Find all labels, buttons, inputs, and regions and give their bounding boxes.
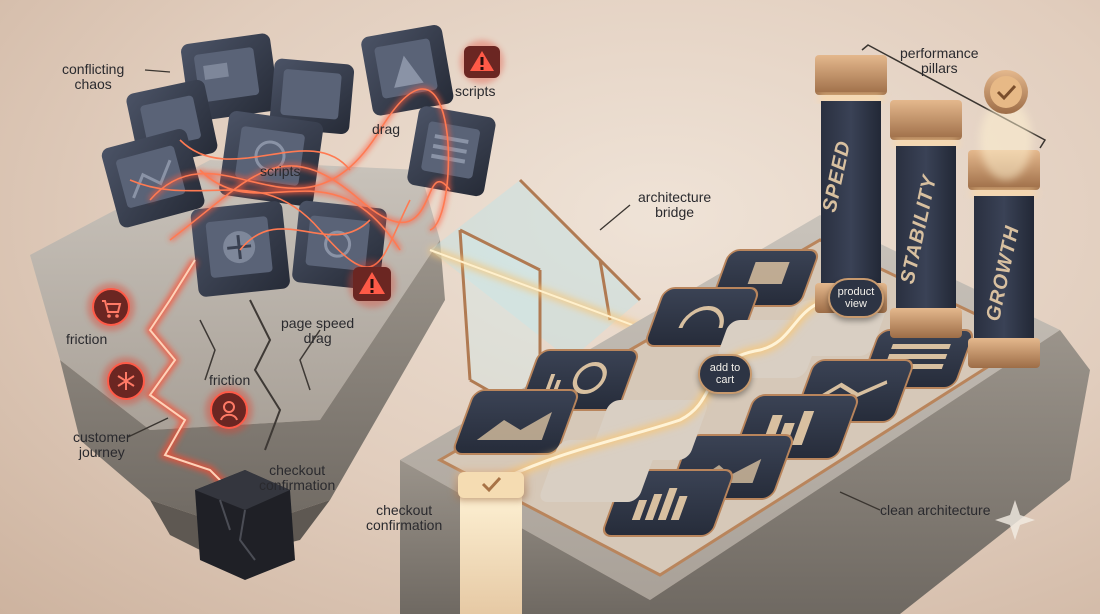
broken-checkout-block	[195, 470, 295, 580]
check-icon	[980, 70, 1032, 180]
pillar-stability	[890, 100, 962, 338]
label-drag: drag	[372, 121, 401, 137]
label-friction-right: friction	[209, 372, 251, 388]
architecture-bridge	[428, 178, 702, 422]
label-scripts-mid: scripts	[260, 163, 301, 179]
label-friction-left: friction	[66, 331, 108, 347]
check-icon	[481, 476, 502, 493]
label-clean-architecture: clean architecture	[880, 502, 991, 518]
performance-pillars	[815, 44, 1047, 368]
leader-lines	[127, 69, 881, 511]
checkout-pillar	[455, 470, 527, 614]
snowflake-icon	[102, 357, 150, 405]
tangled-script-wires	[129, 87, 452, 268]
label-scripts-top: scripts	[455, 83, 496, 99]
person-icon	[205, 386, 253, 434]
customer-journey-path	[144, 257, 243, 503]
warning-icon	[348, 260, 396, 308]
sparkle-icon	[995, 500, 1035, 540]
warning-icon	[460, 40, 504, 84]
cart-icon	[87, 283, 135, 331]
